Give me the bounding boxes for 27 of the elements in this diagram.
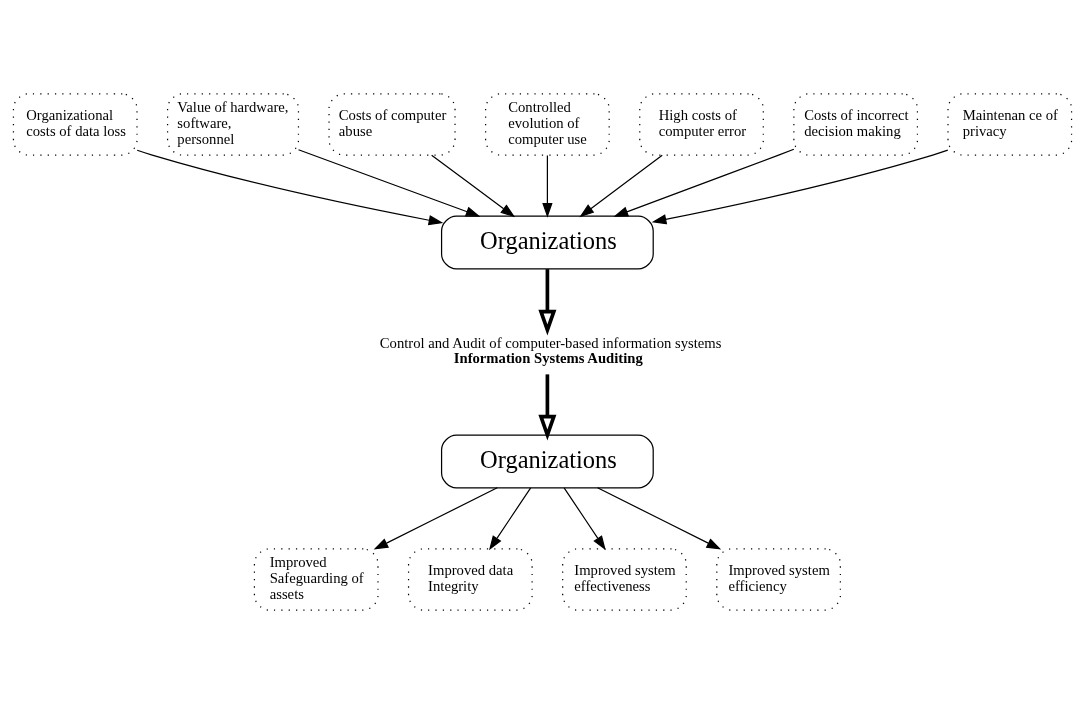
node-box: Improved Safeguarding of assets	[253, 547, 379, 611]
arrow	[136, 149, 444, 225]
node-box: Controlled evolution of computer use	[485, 92, 610, 156]
arrow	[373, 486, 498, 550]
arrow	[651, 149, 949, 224]
node-box: Organizations	[440, 434, 654, 488]
node-box: High costs of computer error	[639, 92, 764, 156]
arrow	[613, 148, 795, 217]
node-box: Costs of incorrect decision making	[793, 92, 919, 156]
arrow	[542, 154, 553, 218]
node-box: Value of hardware, software, personnel	[166, 92, 300, 156]
arrow	[596, 486, 722, 550]
arrow	[489, 486, 532, 550]
arrow	[297, 148, 481, 217]
node-box: Improved data Integrity	[407, 547, 533, 611]
arrow	[538, 373, 557, 441]
arrow	[579, 154, 663, 217]
node-box: Improved system effectiveness	[562, 547, 687, 611]
node-box: Improved system efficiency	[716, 547, 841, 611]
node-box: Costs of computer abuse	[328, 92, 456, 156]
node-text: Control and Audit of computer-based information systems Information Systems Auditing	[379, 334, 722, 366]
arrow	[431, 154, 516, 217]
arrow	[538, 268, 557, 335]
node-box: Organizations	[440, 215, 654, 269]
arrow	[563, 486, 606, 550]
node-box: Maintenan ce of privacy	[947, 92, 1073, 156]
node-box: Organizational costs of data loss	[12, 92, 138, 156]
